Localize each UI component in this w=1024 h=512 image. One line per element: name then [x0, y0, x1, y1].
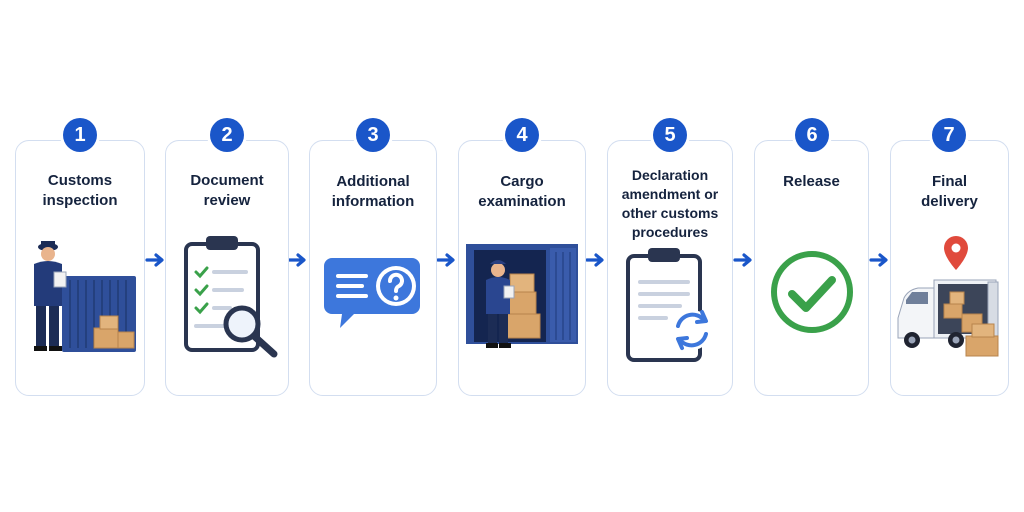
step-number-badge: 1 [63, 118, 97, 152]
step-title: Additional information [331, 173, 415, 210]
arrow-right-icon [585, 253, 604, 267]
officer-in-container-icon [466, 244, 578, 348]
step-number-badge: 2 [210, 118, 244, 152]
arrow-right-icon [287, 253, 306, 267]
step-title: Cargo examination [478, 173, 566, 210]
step-title: Declaration amendment or other customs p… [621, 167, 719, 240]
arrow-right-icon [733, 253, 752, 267]
arrow-right-icon [436, 253, 455, 267]
speech-bubble-question-icon [324, 258, 420, 328]
step-number-badge: 4 [505, 118, 539, 152]
check-circle-icon [771, 251, 853, 333]
step-title: Release [783, 173, 840, 190]
delivery-van-pin-icon [897, 236, 999, 357]
customs-officer-container-icon [34, 241, 136, 352]
clipboard-magnifier-icon [184, 236, 278, 358]
arrow-right-icon [869, 253, 888, 267]
clipboard-refresh-icon [626, 248, 712, 362]
step-title: Customs inspection [42, 172, 118, 209]
arrow-right-icon [145, 253, 164, 267]
step-number-badge: 7 [932, 118, 966, 152]
step-title: Final delivery [921, 173, 978, 210]
step-number-badge: 5 [653, 118, 687, 152]
step-number-badge: 3 [356, 118, 390, 152]
step-number-badge: 6 [795, 118, 829, 152]
step-title: Document review [190, 172, 264, 209]
